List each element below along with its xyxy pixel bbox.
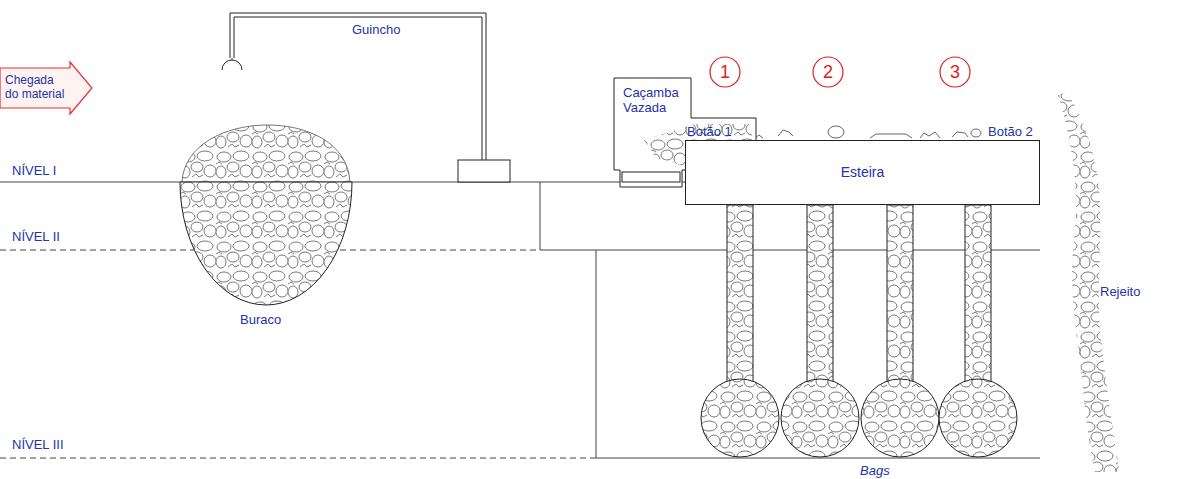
callout-number: 3 xyxy=(950,62,960,82)
callout-number: 2 xyxy=(823,62,833,82)
hole-and-pile xyxy=(180,125,352,305)
tailings-pile xyxy=(1058,92,1120,472)
callout-number: 1 xyxy=(720,62,730,82)
level-lines xyxy=(0,182,1040,458)
bags-label: Bags xyxy=(860,463,890,478)
button-label: Botão 1 xyxy=(687,124,732,139)
tailings-label: Rejeito xyxy=(1100,284,1140,299)
bags-and-tubes xyxy=(701,205,1017,457)
callout-number: 2 xyxy=(812,56,844,88)
level-label: NÍVEL I xyxy=(12,163,56,178)
node-text: Esteira xyxy=(841,165,885,180)
conveyor-box: Esteira xyxy=(685,140,1040,205)
arrival-arrow: Chegada do material xyxy=(0,62,92,114)
button-label: Botão 2 xyxy=(988,124,1033,139)
level-label: NÍVEL II xyxy=(12,229,60,244)
callout-number: 1 xyxy=(709,56,741,88)
hole-label: Buraco xyxy=(240,312,281,327)
winch xyxy=(222,13,510,182)
node-text: Caçamba Vazada xyxy=(623,85,685,115)
level-label: NÍVEL III xyxy=(12,437,64,452)
belt-rocks xyxy=(748,126,981,138)
callout-number: 3 xyxy=(939,56,971,88)
winch-label: Guincho xyxy=(352,22,400,37)
node-text: Chegada do material xyxy=(5,73,67,101)
